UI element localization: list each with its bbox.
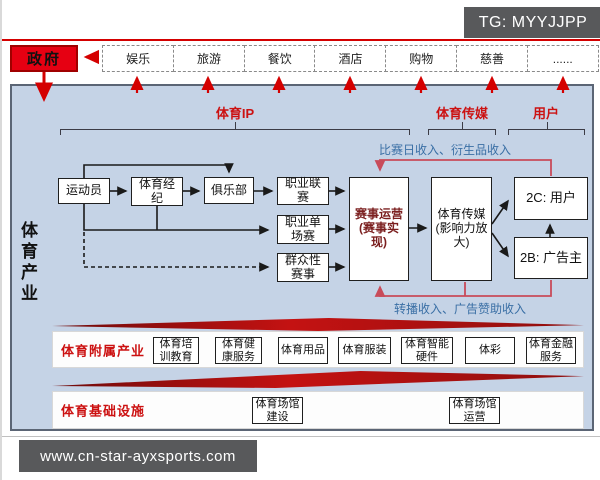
top-divider-line	[2, 39, 600, 41]
node-single-match: 职业单场赛	[277, 215, 329, 244]
industry-hotel: 酒店	[314, 45, 387, 72]
bracket-ip	[60, 122, 410, 136]
ancillary-health: 体育健康服务	[215, 337, 262, 364]
infrastructure-venue-operation: 体育场馆运营	[449, 397, 500, 424]
ancillary-label: 体育附属产业	[61, 343, 146, 358]
telegram-watermark: TG: MYYJJPP	[464, 7, 600, 38]
industry-charity: 慈善	[455, 45, 529, 72]
ancillary-lottery: 体彩	[465, 337, 515, 364]
ancillary-training: 体育培训教育	[153, 337, 199, 364]
node-pro-league: 职业联赛	[277, 176, 329, 205]
node-sports-media: 体育传媒 (影响力放大)	[431, 177, 492, 281]
node-event-operation: 赛事运营 (赛事实现)	[349, 177, 409, 281]
bracket-media	[428, 122, 496, 136]
section-label-media: 体育传媒	[435, 106, 489, 121]
revenue-bottom-note: 转播收入、广告赞助收入	[393, 302, 527, 316]
related-industries-row: 娱乐 旅游 餐饮 酒店 购物 慈善 ......	[102, 45, 599, 72]
industry-shopping: 购物	[385, 45, 458, 72]
revenue-top-note: 比赛日收入、衍生品收入	[378, 143, 512, 157]
node-2c-users: 2C: 用户	[514, 177, 588, 220]
footer-divider-line	[2, 436, 600, 437]
section-label-ip: 体育IP	[215, 106, 255, 121]
industry-ellipsis: ......	[526, 45, 599, 72]
sports-media-line2: (影响力放大)	[435, 221, 488, 249]
website-watermark: www.cn-star-ayxsports.com	[19, 440, 257, 472]
ancillary-smart-hardware: 体育智能硬件	[401, 337, 453, 364]
sports-media-line1: 体育传媒	[437, 207, 486, 222]
telegram-watermark-text: TG: MYYJJPP	[478, 13, 588, 31]
ancillary-goods: 体育用品	[278, 337, 328, 364]
node-agency: 体育经纪	[131, 177, 183, 206]
industry-entertainment: 娱乐	[102, 45, 175, 72]
ancillary-band: 体育附属产业 体育培训教育 体育健康服务 体育用品 体育服装 体育智能硬件 体彩…	[52, 331, 584, 368]
node-mass-events: 群众性赛事	[277, 253, 329, 282]
bracket-user	[508, 122, 585, 136]
industry-catering: 餐饮	[243, 45, 316, 72]
side-title: 体育产业	[18, 221, 37, 305]
event-operation-line2: (赛事实现)	[359, 221, 399, 249]
infrastructure-band: 体育基础设施 体育场馆建设 体育场馆运营	[52, 391, 584, 429]
infrastructure-venue-construction: 体育场馆建设	[252, 397, 303, 424]
government-node: 政府	[10, 45, 78, 72]
infrastructure-label: 体育基础设施	[61, 403, 146, 419]
industry-tourism: 旅游	[172, 45, 246, 72]
website-watermark-text: www.cn-star-ayxsports.com	[40, 447, 236, 465]
node-club: 俱乐部	[204, 177, 254, 204]
node-2b-advertisers: 2B: 广告主	[514, 237, 588, 279]
ancillary-finance: 体育金融服务	[526, 337, 576, 364]
section-label-user: 用户	[532, 106, 560, 121]
government-label: 政府	[26, 51, 61, 68]
event-operation-line1: 赛事运营	[354, 207, 403, 222]
node-athlete: 运动员	[58, 178, 110, 204]
ancillary-apparel: 体育服装	[338, 337, 391, 364]
